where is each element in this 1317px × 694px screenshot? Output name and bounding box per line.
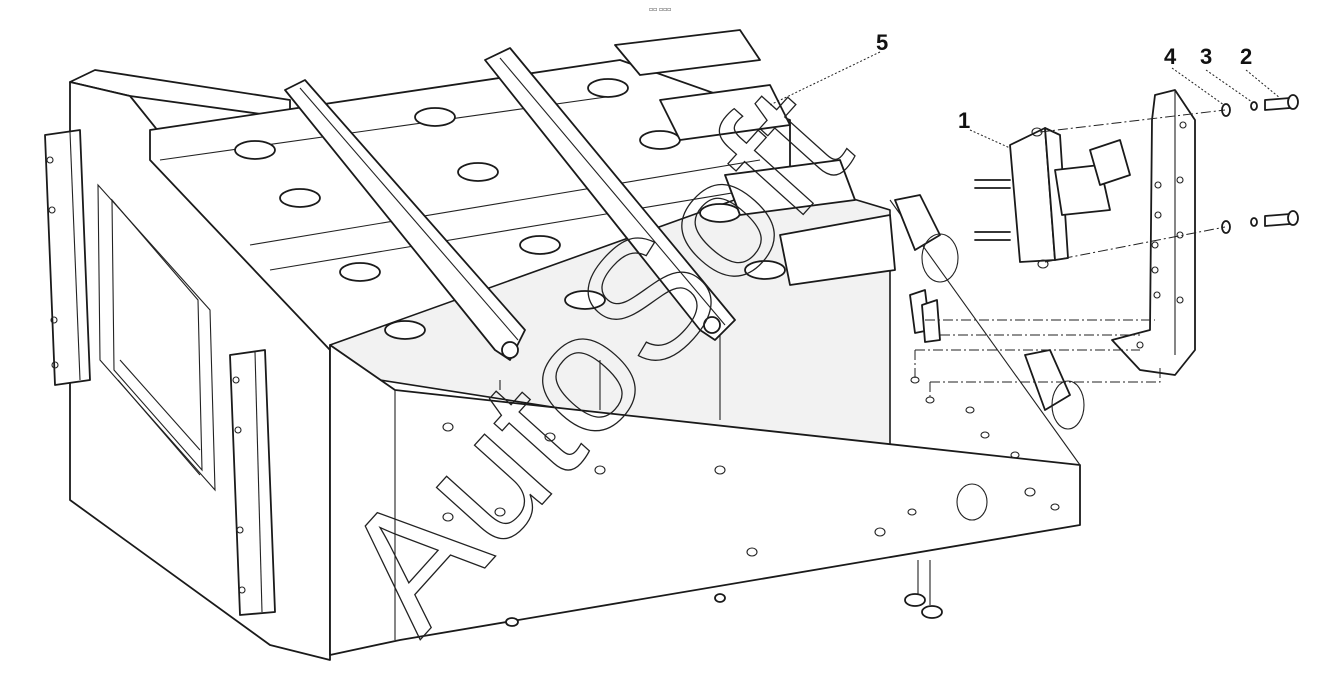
callout-5: 5 <box>769 30 888 106</box>
cable-clamps <box>894 194 1085 430</box>
svg-text:2: 2 <box>1240 44 1252 69</box>
battery-frame <box>44 69 331 661</box>
assembly-lines <box>914 109 1226 398</box>
callout-3: 3 <box>1200 44 1253 103</box>
callout-2: 2 <box>1240 44 1281 99</box>
tray-holes <box>910 376 1020 459</box>
battery-tops <box>149 59 891 461</box>
header-mark: ▫▫ ▫▫▫ <box>649 6 671 13</box>
hold-down-rails <box>284 47 736 361</box>
svg-text:5: 5 <box>876 30 888 55</box>
mounting-bracket <box>1111 89 1196 376</box>
callout-1: 1 <box>958 108 1011 149</box>
svg-text:4: 4 <box>1164 44 1177 69</box>
bottom-nuts <box>505 560 943 627</box>
svg-text:1: 1 <box>958 108 970 133</box>
terminal-covers <box>614 29 896 286</box>
tray-bolts <box>909 289 941 343</box>
side-plate <box>329 199 1081 656</box>
svg-text:3: 3 <box>1200 44 1212 69</box>
battery-terminals <box>234 78 786 340</box>
fastener-set <box>1221 94 1299 234</box>
callout-4: 4 <box>1164 44 1225 106</box>
battery-switch <box>974 127 1131 269</box>
